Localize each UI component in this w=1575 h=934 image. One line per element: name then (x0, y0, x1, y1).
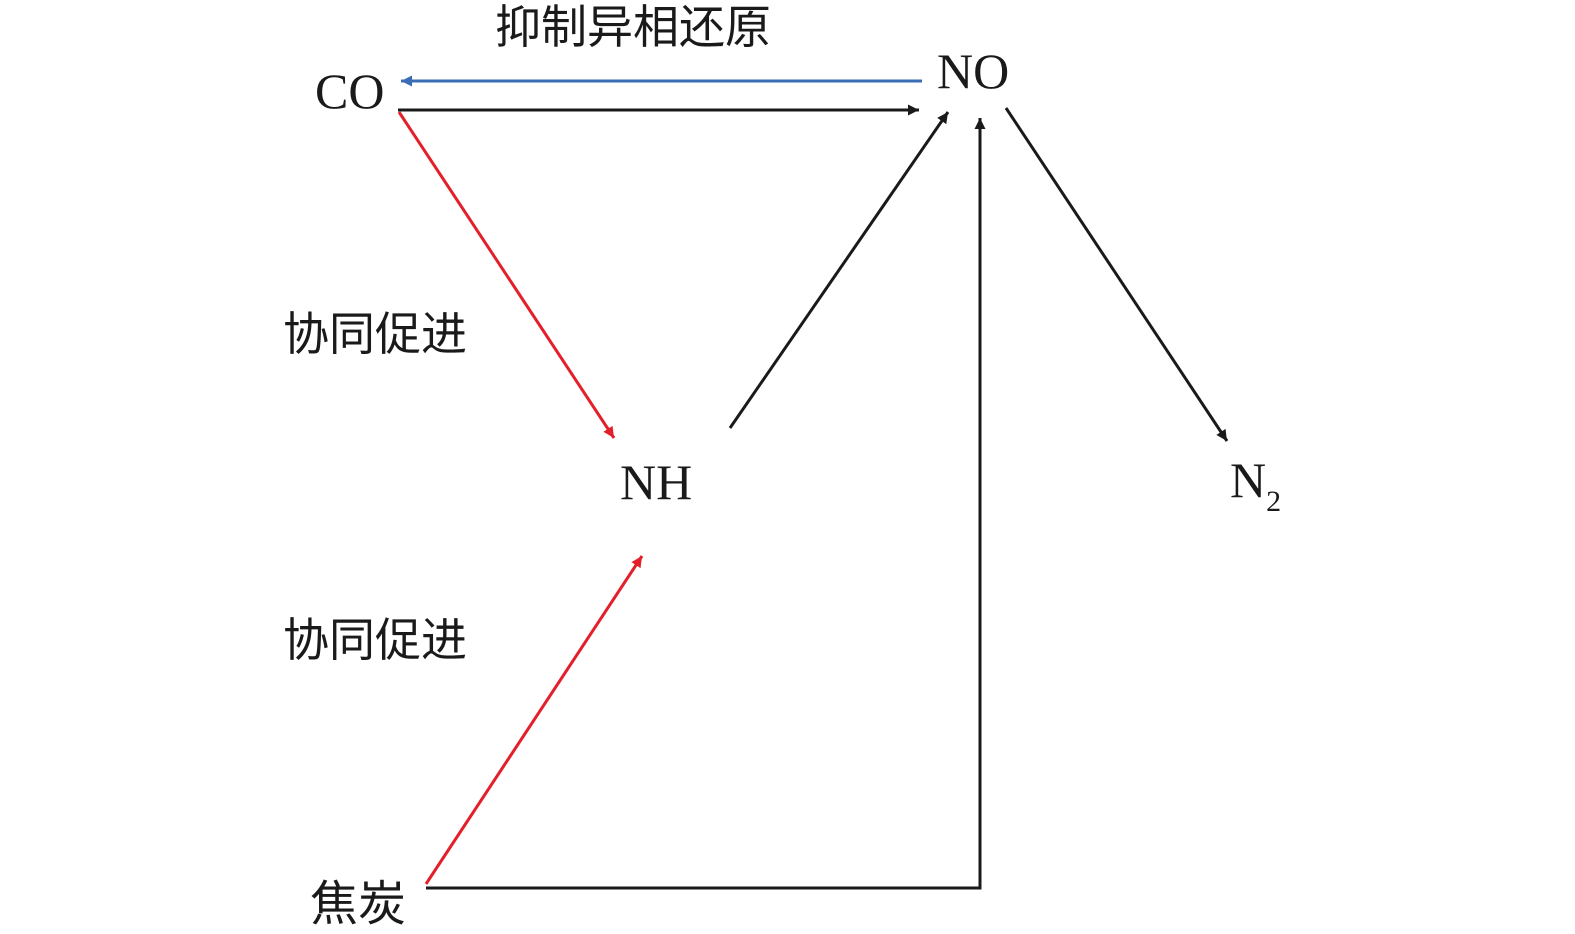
node-no: NO (937, 43, 1010, 99)
node-n2-subscript: 2 (1266, 485, 1282, 518)
arrow-nh-to-no (728, 111, 950, 429)
node-n2-main: N (1230, 452, 1267, 508)
node-nh: NH (620, 454, 693, 510)
label-synergy-top: 协同促进 (283, 307, 467, 361)
label-inhibit-heterogeneous-reduction: 抑制异相还原 (495, 0, 771, 54)
label-synergy-bottom: 协同促进 (283, 613, 467, 667)
arrow-no-to-n2 (1004, 107, 1229, 442)
node-coke: 焦炭 (310, 876, 407, 932)
arrow-coke-to-no (426, 118, 986, 890)
arrow-coke-to-nh (424, 555, 644, 885)
node-co: CO (315, 63, 385, 119)
node-n2: N2 (1230, 452, 1281, 517)
arrow-co-to-nh (397, 111, 616, 439)
